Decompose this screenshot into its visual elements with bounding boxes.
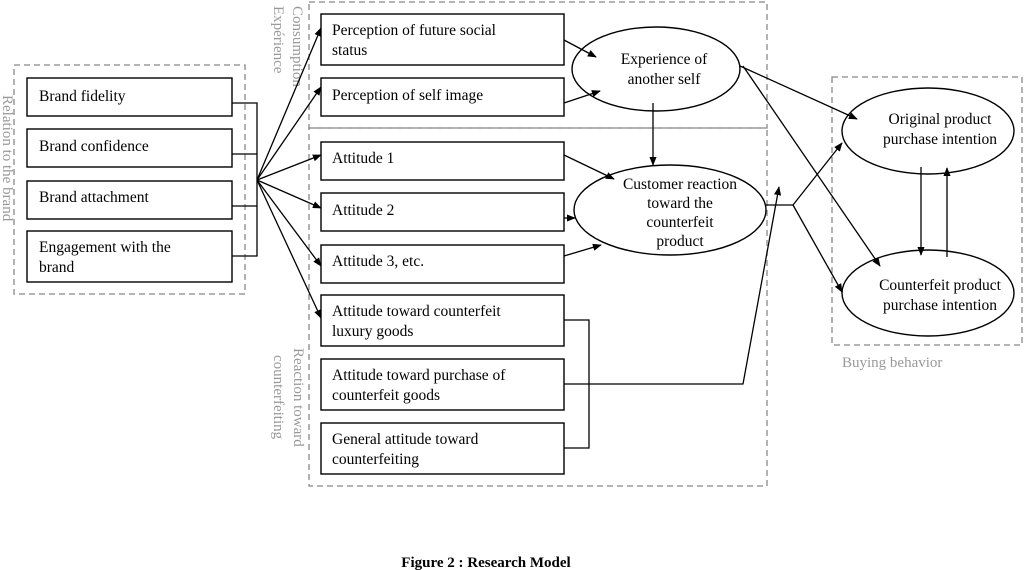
label-original-intention-line1: Original product xyxy=(889,111,993,128)
label-counterfeit-intention-line2: purchase intention xyxy=(883,297,997,314)
label-brand-confidence: Brand confidence xyxy=(39,138,149,155)
group-label-reaction-toward: Reaction toward xyxy=(290,348,306,447)
box-attitude-2 xyxy=(320,192,565,232)
box-brand-fidelity xyxy=(26,77,233,117)
label-experience-other-line1: Experience of xyxy=(621,51,708,68)
arrow-experience-to-original xyxy=(739,65,858,120)
label-experience-other-line2: another self xyxy=(628,71,702,88)
group-reaction-counterfeiting xyxy=(308,127,768,487)
label-attitude-1: Attitude 1 xyxy=(332,150,394,167)
label-engagement-line2: brand xyxy=(39,259,75,276)
box-brand-confidence xyxy=(26,128,233,168)
group-relation-to-brand xyxy=(13,64,246,295)
label-counterfeit-luxury-line2: luxury goods xyxy=(332,323,413,340)
label-brand-attachment: Brand attachment xyxy=(39,189,149,206)
box-self-image xyxy=(320,77,565,117)
box-brand-attachment xyxy=(26,180,233,220)
counterfeit-bracket-connector xyxy=(564,187,779,449)
box-attitude-purchase-counterfeit xyxy=(320,358,565,411)
ellipse-experience-another-self xyxy=(571,26,741,112)
box-engagement-brand xyxy=(26,230,233,283)
label-counterfeit-intention-line1: Counterfeit product xyxy=(879,277,1002,294)
arrow-reaction-to-original xyxy=(792,142,843,206)
box-general-attitude xyxy=(320,422,565,475)
arrow-to-attitude1 xyxy=(256,154,322,181)
label-general-attitude-line2: counterfeiting xyxy=(332,451,419,468)
ellipse-customer-reaction xyxy=(573,164,767,256)
ellipse-original-purchase-intention xyxy=(841,87,1015,175)
arrow-status-to-experience xyxy=(563,39,597,58)
arrow-to-self-image xyxy=(256,86,322,181)
arrow-to-attitude2 xyxy=(256,179,322,209)
label-customer-reaction-line4: product xyxy=(656,233,704,250)
box-attitude-1 xyxy=(320,141,565,181)
group-label-relation-to-brand: Relation to the brand xyxy=(0,95,15,222)
label-future-status-line2: status xyxy=(332,42,367,59)
arrow-selfimage-to-experience xyxy=(563,90,601,104)
box-future-social-status xyxy=(320,13,565,66)
arrow-to-future-status xyxy=(256,27,322,181)
box-attitude-counterfeit-luxury xyxy=(320,294,565,347)
label-customer-reaction-line1: Customer reaction xyxy=(623,176,737,193)
label-attitude-3: Attitude 3, etc. xyxy=(332,253,424,270)
label-counterfeit-luxury-line1: Attitude toward counterfeit xyxy=(332,303,501,320)
group-label-counterfeiting: counterfeiting xyxy=(270,355,286,440)
label-engagement-line1: Engagement with the xyxy=(39,239,171,256)
ellipse-counterfeit-purchase-intention xyxy=(841,249,1015,337)
group-label-consumption: Consumption xyxy=(289,6,305,87)
label-purchase-counterfeit-line1: Attitude toward purchase of xyxy=(332,367,506,384)
label-general-attitude-line1: General attitude toward xyxy=(332,431,479,448)
label-customer-reaction-line2: toward the xyxy=(647,195,713,212)
arrow-attitude3-to-reaction xyxy=(563,243,602,257)
arrow-attitude1-to-reaction xyxy=(563,154,615,180)
arrow-to-counterfeit-luxury xyxy=(256,179,322,319)
label-future-status-line1: Perception of future social xyxy=(332,22,496,39)
group-consumption-experience xyxy=(308,1,768,129)
box-attitude-3 xyxy=(320,244,565,284)
group-label-experience: Expérience xyxy=(270,6,286,74)
label-brand-fidelity: Brand fidelity xyxy=(39,88,126,105)
label-purchase-counterfeit-line2: counterfeit goods xyxy=(332,387,440,404)
label-attitude-2: Attitude 2 xyxy=(332,202,394,219)
group-label-buying-behavior: Buying behavior xyxy=(842,355,942,371)
figure-caption: Figure 2 : Research Model xyxy=(401,555,570,570)
label-self-image: Perception of self image xyxy=(332,87,483,104)
arrow-reaction-to-counterfeit xyxy=(792,204,843,293)
arrow-experience-to-counterfeit xyxy=(742,65,881,267)
label-customer-reaction-line3: counterfeit xyxy=(646,214,714,231)
label-original-intention-line2: purchase intention xyxy=(883,131,997,148)
group-buying-behavior xyxy=(831,76,1023,346)
arrow-to-attitude3 xyxy=(256,179,322,267)
